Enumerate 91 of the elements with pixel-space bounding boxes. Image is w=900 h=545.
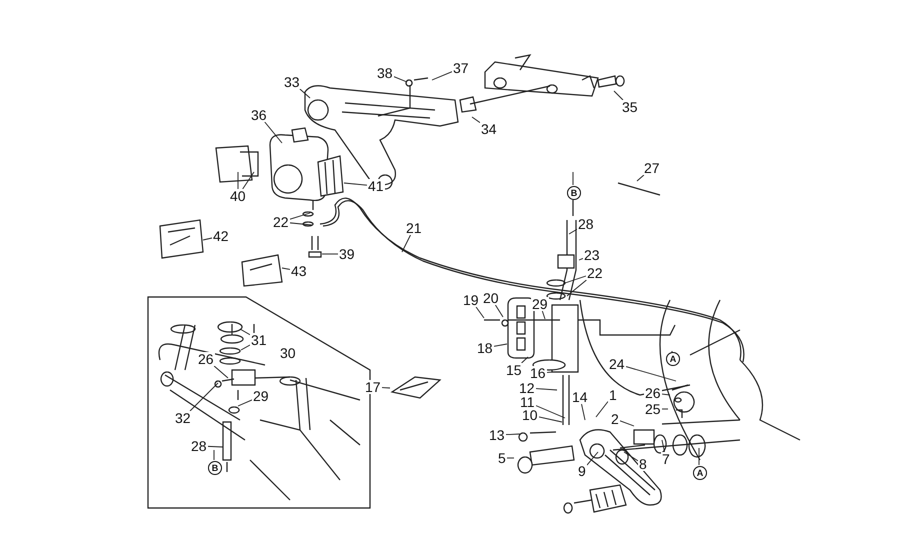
callout-number: 33	[283, 75, 301, 89]
callout-number: 38	[376, 66, 394, 80]
callout-number: 1	[608, 388, 618, 402]
callout-number: 20	[482, 291, 500, 305]
callout-number: 10	[521, 408, 539, 422]
leader-line	[596, 401, 608, 418]
callout-number: 34	[480, 122, 498, 136]
leader-line	[208, 446, 224, 448]
callout-number: 16	[529, 366, 547, 380]
leader-line	[636, 174, 644, 182]
leader-line	[290, 212, 310, 220]
leader-line	[382, 387, 390, 388]
callout-number: 40	[229, 189, 247, 203]
reference-letter: A	[693, 466, 707, 480]
callout-number: 17	[364, 380, 382, 394]
callout-number: 29	[252, 389, 270, 403]
leader-line	[494, 304, 504, 318]
callout-number: 5	[497, 451, 507, 465]
callout-number: 31	[250, 333, 268, 347]
leader-line	[494, 344, 508, 347]
callout-number: 30	[279, 346, 297, 360]
callout-number: 2	[610, 412, 620, 426]
leader-line	[432, 71, 452, 80]
callout-number: 23	[583, 248, 601, 262]
leader-line	[564, 276, 586, 284]
callout-number: 28	[577, 217, 595, 231]
callout-number: 18	[476, 341, 494, 355]
leader-line	[662, 440, 665, 452]
leader-line	[662, 408, 668, 410]
leader-line	[472, 116, 480, 124]
callout-number: 19	[462, 293, 480, 307]
callout-number: 14	[571, 390, 589, 404]
leader-line	[566, 280, 587, 296]
leader-line	[282, 268, 290, 270]
callout-number: 39	[338, 247, 356, 261]
leader-line	[264, 122, 282, 144]
leader-line	[626, 366, 676, 382]
reference-letter: B	[567, 186, 581, 200]
leader-line	[624, 452, 638, 462]
callout-number: 13	[488, 428, 506, 442]
callout-number: 8	[638, 457, 648, 471]
leader-line	[394, 76, 408, 82]
callout-number: 22	[586, 266, 604, 280]
leader-line	[240, 328, 250, 336]
leader-line	[536, 405, 566, 418]
callout-number: 36	[250, 108, 268, 122]
leader-line	[578, 258, 584, 260]
leader-line	[568, 228, 578, 234]
callout-number: 28	[190, 439, 208, 453]
callout-number: 27	[643, 161, 661, 175]
leader-line	[299, 88, 310, 98]
leader-line	[662, 394, 670, 396]
leader-line	[614, 90, 624, 100]
leader-line	[214, 366, 228, 378]
callout-number: 32	[174, 411, 192, 425]
leader-line	[538, 416, 562, 422]
leader-line	[290, 222, 312, 226]
reference-letter: A	[666, 352, 680, 366]
leader-line	[476, 306, 484, 318]
leader-line	[344, 182, 368, 186]
callout-number: 7	[661, 452, 671, 466]
callout-number: 24	[608, 357, 626, 371]
callout-number: 12	[518, 381, 536, 395]
leader-line	[521, 356, 528, 364]
leader-line	[581, 404, 586, 420]
leader-line	[238, 399, 252, 406]
callout-number: 22	[272, 215, 290, 229]
callout-number: 43	[290, 264, 308, 278]
callout-number: 26	[644, 386, 662, 400]
leader-line	[546, 372, 554, 373]
callout-number: 21	[405, 221, 423, 235]
callout-number: 9	[577, 464, 587, 478]
leader-line	[202, 238, 212, 240]
leader-line	[536, 388, 558, 390]
callout-number: 25	[644, 402, 662, 416]
leader-line	[620, 420, 634, 426]
leader-line	[542, 310, 546, 320]
callout-number: 11	[519, 395, 536, 409]
callout-number: 37	[452, 61, 470, 75]
leader-line	[240, 344, 250, 350]
callout-number: 15	[505, 363, 523, 377]
leader-line	[190, 382, 218, 412]
leader-line	[506, 434, 520, 436]
callout-number: 41	[367, 179, 385, 193]
leader-line	[402, 234, 411, 252]
callout-number: 42	[212, 229, 230, 243]
leader-line	[242, 172, 254, 190]
callout-number: 35	[621, 100, 639, 114]
callout-number: 29	[531, 297, 549, 311]
leader-line	[586, 452, 598, 466]
callout-number: 26	[197, 352, 215, 366]
